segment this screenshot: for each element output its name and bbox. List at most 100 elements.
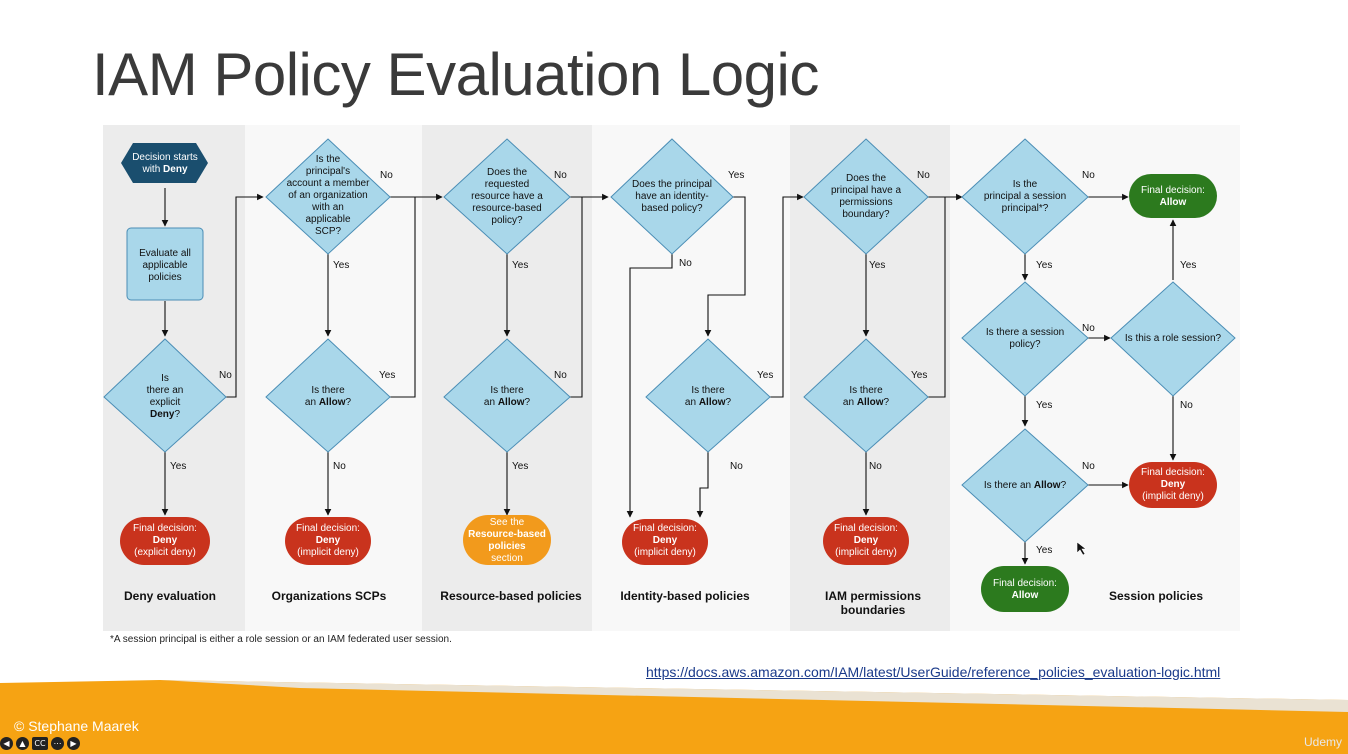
session-principal-diamond — [961, 138, 1089, 255]
identity-policy-diamond — [610, 138, 734, 255]
label-yes: Yes — [512, 461, 528, 472]
player-controls: ◀ ▲ CC ⋯ ▶ — [0, 737, 80, 750]
final-allow-bottom-node — [981, 566, 1069, 612]
explicit-deny-diamond — [103, 338, 227, 453]
evaluate-node — [126, 227, 204, 301]
scp-member-diamond — [265, 138, 391, 255]
author-credit: © Stephane Maarek — [14, 718, 139, 734]
edge-identity-allow-no — [696, 452, 709, 518]
label-yes: Yes — [757, 370, 773, 381]
start-node — [121, 143, 208, 183]
final-boundary-deny-label: Final decision:Deny(implicit deny) — [834, 523, 898, 558]
final-scp-deny-node — [285, 517, 371, 565]
see-resource-node — [463, 515, 551, 565]
footer-band-shade — [160, 680, 1348, 712]
final-session-deny-node — [1129, 462, 1217, 508]
final-explicit-deny-label: Final decision:Deny(explicit deny) — [133, 523, 197, 558]
final-allow-top-label: Final decision:Allow — [1141, 185, 1205, 208]
role-session-diamond-label: Is this a role session? — [1125, 333, 1222, 344]
udemy-watermark: Udemy — [1303, 735, 1342, 749]
edge-resource-allow-no — [570, 197, 583, 398]
session-policy-diamond — [961, 281, 1089, 397]
final-explicit-deny-node — [120, 517, 210, 565]
final-boundary-deny-node — [823, 517, 909, 565]
label-no: No — [679, 258, 692, 269]
next-icon[interactable]: ▶ — [67, 737, 80, 750]
edge-identity-q-no — [626, 254, 673, 518]
column-label-resource: Resource-based policies — [440, 589, 582, 603]
resource-policy-diamond — [443, 138, 571, 255]
docs-link[interactable]: https://docs.aws.amazon.com/IAM/latest/U… — [646, 664, 1221, 680]
footnote: *A session principal is either a role se… — [110, 634, 452, 645]
final-identity-deny-node — [622, 519, 708, 565]
final-allow-top-node — [1129, 174, 1217, 218]
boundary-diamond — [803, 138, 929, 255]
label-yes: Yes — [379, 370, 395, 381]
scp-allow-diamond — [265, 338, 391, 453]
label-no: No — [1082, 461, 1095, 472]
session-allow-diamond — [961, 428, 1089, 543]
label-yes: Yes — [1036, 260, 1052, 271]
prev-icon[interactable]: ◀ — [0, 737, 13, 750]
edge-identity-allow-yes — [770, 193, 804, 398]
column-label-identity: Identity-based policies — [620, 589, 750, 603]
label-yes: Yes — [512, 260, 528, 271]
final-scp-deny-label: Final decision:Deny(implicit deny) — [296, 523, 360, 558]
column-label-scp: Organizations SCPs — [272, 589, 387, 603]
edge-deny-q-no — [226, 193, 264, 398]
label-no: No — [869, 461, 882, 472]
label-no: No — [333, 461, 346, 472]
more-icon[interactable]: ⋯ — [51, 737, 64, 750]
edge-identity-q-yes — [704, 196, 746, 337]
column-label-session: Session policies — [1109, 589, 1203, 603]
label-yes: Yes — [1036, 400, 1052, 411]
final-identity-deny-label: Final decision:Deny(implicit deny) — [633, 523, 697, 558]
page-title: IAM Policy Evaluation Logic — [92, 41, 819, 108]
label-no: No — [1180, 400, 1193, 411]
label-yes: Yes — [911, 370, 927, 381]
boundary-allow-diamond — [803, 338, 929, 453]
label-no: No — [1082, 170, 1095, 181]
warning-icon[interactable]: ▲ — [16, 737, 29, 750]
label-no: No — [917, 170, 930, 181]
cc-icon[interactable]: CC — [32, 737, 48, 750]
label-yes: Yes — [333, 260, 349, 271]
identity-allow-diamond — [645, 338, 771, 453]
edge-scp-allow-yes — [390, 197, 416, 398]
label-no: No — [554, 170, 567, 181]
label-no: No — [219, 370, 232, 381]
label-no: No — [730, 461, 743, 472]
label-no: No — [1082, 323, 1095, 334]
label-yes: Yes — [869, 260, 885, 271]
final-allow-bottom-label: Final decision:Allow — [993, 578, 1057, 601]
final-session-deny-label: Final decision:Deny(implicit deny) — [1141, 467, 1205, 502]
edge-boundary-allow-yes — [928, 197, 946, 398]
mouse-cursor-icon — [1076, 541, 1087, 556]
label-yes: Yes — [1036, 545, 1052, 556]
session-allow-diamond-label: Is there an Allow? — [984, 480, 1067, 491]
resource-allow-diamond — [443, 338, 571, 453]
label-yes: Yes — [728, 170, 744, 181]
label-no: No — [554, 370, 567, 381]
role-session-diamond — [1110, 281, 1236, 397]
label-yes: Yes — [1180, 260, 1196, 271]
label-yes: Yes — [170, 461, 186, 472]
label-no: No — [380, 170, 393, 181]
column-label-deny: Deny evaluation — [124, 589, 216, 603]
